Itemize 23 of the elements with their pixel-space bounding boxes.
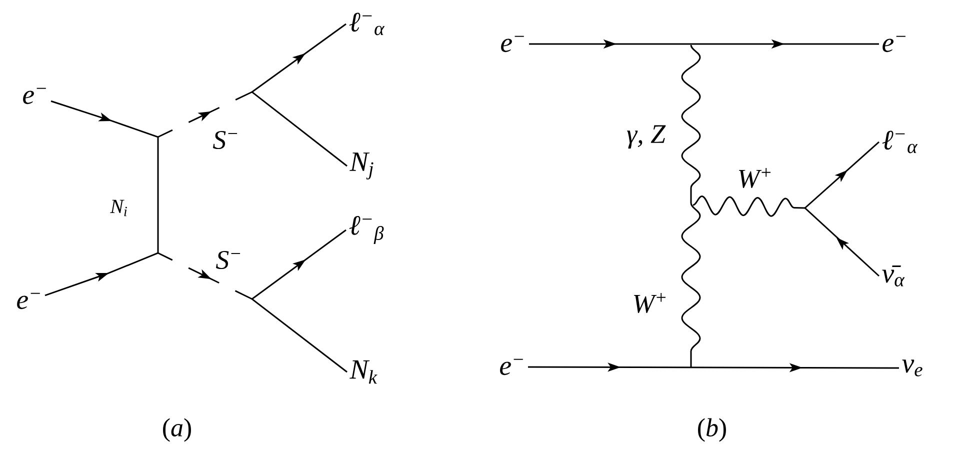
particle-label: N$_{k}$ bbox=[350, 360, 378, 384]
particle-label: e$^{−}$ bbox=[882, 36, 906, 52]
particle-label: e$^{−}$ bbox=[17, 292, 40, 310]
panel-label: (a) bbox=[163, 418, 191, 442]
line-label: W$^{+}$ bbox=[738, 168, 770, 188]
arrow-line bbox=[250, 229, 348, 373]
particle-label: e$^{−}$ bbox=[501, 36, 524, 52]
arrow-line bbox=[250, 23, 348, 167]
line-label: γ, Z bbox=[626, 125, 666, 149]
particle-label: N$_{j}$ bbox=[350, 152, 374, 180]
line-label: W$^{+}$ bbox=[634, 292, 666, 313]
particle-label: ℓ$^{−}$α bbox=[349, 12, 385, 36]
particle-label: ν$_{e}$ bbox=[902, 360, 922, 376]
particle-label: e$^{−}$ bbox=[23, 88, 46, 104]
line-label: S$^{−}$ bbox=[213, 130, 238, 150]
particle-label: e$^{−}$ bbox=[500, 358, 523, 376]
particle-label: ν̄$_{α}$ bbox=[882, 266, 905, 286]
line-label: N$_{i}$ bbox=[110, 200, 127, 216]
line-label: S$^{−}$ bbox=[216, 250, 240, 270]
particle-label: ℓ$^{−}$β bbox=[349, 216, 384, 244]
arrow-line bbox=[804, 141, 880, 277]
particle-label: ℓ$^{−}$α bbox=[882, 130, 918, 154]
panel-label: (b) bbox=[698, 418, 726, 442]
